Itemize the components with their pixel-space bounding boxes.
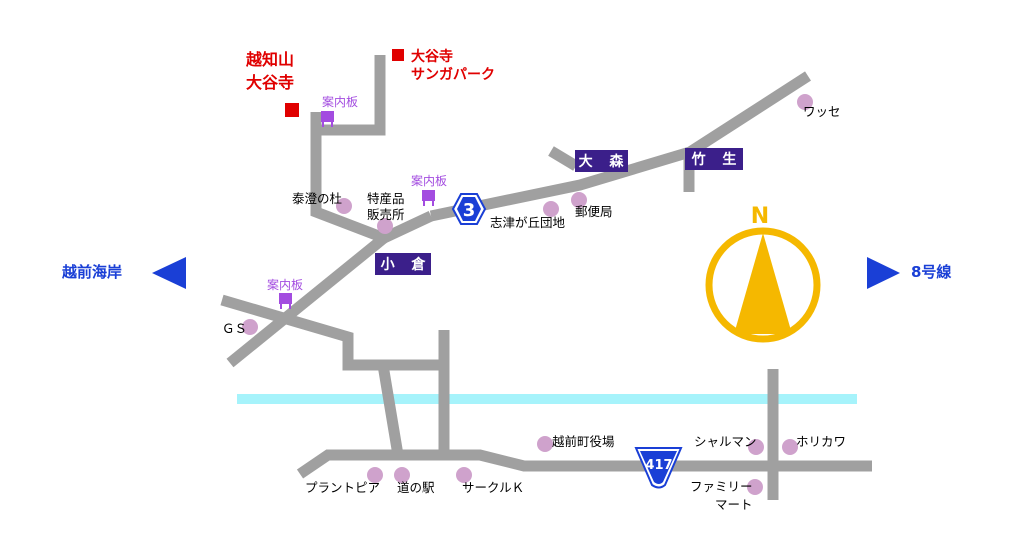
route-3-number: 3 — [463, 200, 476, 221]
road-network — [220, 55, 872, 500]
road-ogura-southwest — [226, 233, 388, 368]
compass-needle-icon — [734, 233, 792, 334]
road-main-diagonal — [429, 71, 811, 222]
road-south — [296, 449, 872, 479]
label-yubin: 郵便局 — [575, 204, 613, 219]
koshinoyama-line1: 越知山 — [245, 50, 294, 69]
destination-sangapark: 大谷寺 サンガパーク — [392, 48, 495, 83]
svg-text:小 倉: 小 倉 — [381, 256, 432, 273]
marker-plant — [367, 467, 383, 483]
label-wasse: ワッセ — [803, 104, 841, 119]
guide-sign-3-label: 案内板 — [267, 277, 303, 292]
route-417-number: 417 — [645, 458, 672, 473]
marker-shizu — [543, 201, 559, 217]
label-shizu: 志津が丘団地 — [490, 215, 566, 230]
road-mountain-loop — [316, 55, 386, 136]
marker-yubin — [571, 192, 587, 208]
area-label-ogura: 小 倉 — [375, 253, 431, 275]
label-tokusan-1: 特産品 — [367, 191, 405, 206]
guide-sign-2: 案内板 — [411, 173, 447, 206]
direction-west-label: 越前海岸 — [61, 263, 122, 281]
sangapark-square-icon — [392, 49, 404, 61]
marker-horikawa — [782, 439, 798, 455]
west-arrow-icon — [152, 257, 186, 289]
sangapark-line2: サンガパーク — [411, 67, 495, 83]
road-mountain-access — [310, 112, 434, 244]
label-family-2: マート — [715, 497, 753, 512]
area-label-omori: 大 森 — [575, 150, 630, 172]
marker-gs — [242, 319, 258, 335]
koshinoyama-line2: 大谷寺 — [246, 73, 294, 92]
label-family-1: ファミリー — [690, 479, 753, 494]
area-label-takeo: 竹 生 — [685, 148, 743, 170]
marker-taicho — [336, 198, 352, 214]
route-3-shield: 3 — [451, 193, 487, 225]
label-taicho: 泰澄の杜 — [292, 191, 342, 206]
direction-east: 8号線 — [867, 257, 951, 289]
guide-sign-1: 案内板 — [321, 94, 358, 127]
direction-west: 越前海岸 — [61, 257, 186, 289]
east-arrow-icon — [867, 257, 900, 289]
label-horikawa: ホリカワ — [796, 434, 846, 449]
label-sharuman: シャルマン — [694, 434, 757, 449]
marker-wasse — [797, 94, 813, 110]
svg-text:竹 生: 竹 生 — [691, 151, 743, 168]
landmark-markers — [242, 94, 813, 495]
river — [237, 394, 857, 404]
marker-family — [747, 479, 763, 495]
marker-yakuba — [537, 436, 553, 452]
road-gs-branch — [220, 294, 444, 371]
marker-sharuman — [748, 439, 764, 455]
marker-tokusan — [377, 218, 393, 234]
compass-ring — [705, 227, 821, 343]
label-tokusan-2: 販売所 — [367, 207, 405, 222]
label-michi: 道の駅 — [397, 480, 435, 495]
road-plantpia-spur — [377, 364, 404, 456]
marker-circle — [456, 467, 472, 483]
svg-text:大 森: 大 森 — [579, 153, 630, 170]
label-plant: プラントピア — [305, 480, 380, 495]
landmark-labels: ワッセ 泰澄の杜 特産品 販売所 郵便局 志津が丘団地 ＧＳ 越前町役場 シャル… — [222, 104, 846, 512]
destination-koshinoyama: 越知山 大谷寺 — [245, 50, 299, 117]
north-compass: N — [705, 204, 821, 343]
koshinoyama-square-icon — [285, 103, 299, 117]
label-circle: サークルＫ — [462, 480, 524, 495]
route-417-shield: 417 — [634, 447, 683, 489]
sangapark-line1: 大谷寺 — [411, 48, 453, 65]
label-yakuba: 越前町役場 — [552, 434, 615, 449]
guide-sign-1-label: 案内板 — [322, 94, 358, 109]
label-gs: ＧＳ — [222, 321, 247, 336]
road-omori-spur — [548, 146, 579, 171]
direction-east-label: 8号線 — [911, 263, 951, 281]
marker-michi — [394, 467, 410, 483]
guide-sign-2-label: 案内板 — [411, 173, 447, 188]
guide-sign-3: 案内板 — [267, 277, 303, 309]
north-label: N — [751, 204, 769, 229]
